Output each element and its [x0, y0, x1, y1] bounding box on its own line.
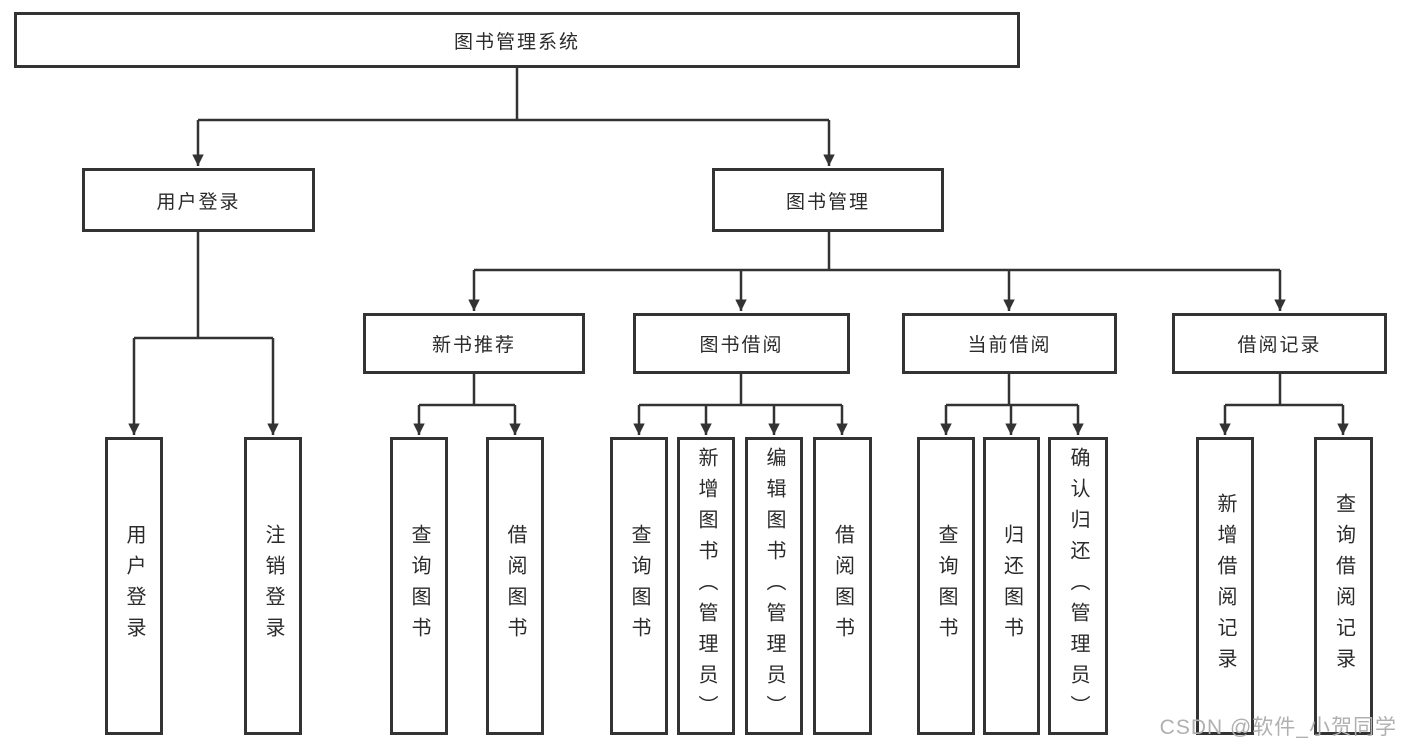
- csdn-watermark: CSDN @软件_小贺同学: [1159, 716, 1397, 739]
- node-leaf-user-login: 用户登录: [105, 437, 163, 735]
- node-user-login: 用户登录: [82, 168, 315, 232]
- node-book-management: 图书管理: [712, 168, 944, 232]
- node-leaf-query-borrow-record: 查询借阅记录: [1314, 437, 1373, 735]
- node-leaf-add-book-admin: 新增图书（管理员）: [677, 437, 735, 735]
- node-leaf-confirm-return-admin: 确认归还（管理员）: [1048, 437, 1108, 735]
- node-leaf-query-books-recommend: 查询图书: [390, 437, 448, 735]
- node-leaf-logout: 注销登录: [244, 437, 302, 735]
- node-leaf-query-books-current: 查询图书: [917, 437, 975, 735]
- node-leaf-edit-book-admin: 编辑图书（管理员）: [745, 437, 803, 735]
- node-new-book-recommendation: 新书推荐: [363, 313, 585, 374]
- node-leaf-query-books-borrow: 查询图书: [610, 437, 668, 735]
- node-current-borrowing: 当前借阅: [902, 313, 1117, 374]
- node-borrowing-records: 借阅记录: [1172, 313, 1387, 374]
- node-leaf-return-books: 归还图书: [983, 437, 1040, 735]
- node-leaf-borrow-books: 借阅图书: [813, 437, 872, 735]
- node-leaf-add-borrow-record: 新增借阅记录: [1196, 437, 1254, 735]
- node-book-borrowing: 图书借阅: [633, 313, 850, 374]
- node-leaf-borrow-books-recommend: 借阅图书: [486, 437, 544, 735]
- node-library-system: 图书管理系统: [14, 12, 1020, 68]
